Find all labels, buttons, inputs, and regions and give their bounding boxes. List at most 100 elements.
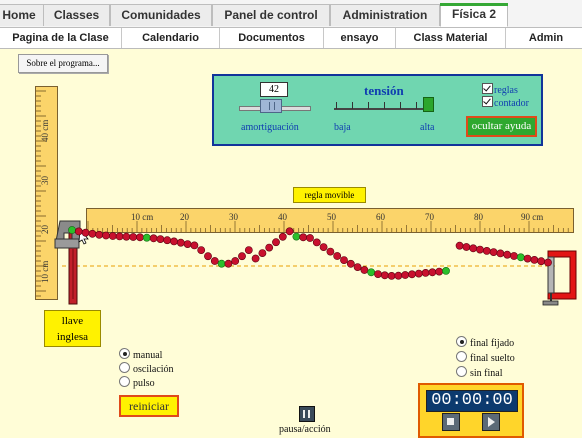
pause-button[interactable] — [299, 406, 315, 422]
string-bead[interactable] — [142, 233, 151, 242]
string-bead[interactable] — [258, 249, 267, 257]
string-bead[interactable] — [537, 257, 546, 266]
string-bead[interactable] — [380, 271, 389, 280]
string-bead[interactable] — [183, 240, 192, 248]
tab-panel-de-control[interactable]: Panel de control — [212, 4, 330, 26]
string-bead[interactable] — [278, 232, 287, 241]
string-bead[interactable] — [516, 253, 525, 262]
string-bead[interactable] — [387, 271, 396, 280]
string-bead[interactable] — [292, 232, 301, 241]
string-bead[interactable] — [414, 269, 423, 278]
string-bead[interactable] — [197, 246, 206, 254]
string-bead[interactable] — [462, 243, 471, 251]
mode-oscillation-radio[interactable]: oscilación — [119, 362, 174, 375]
vertical-ruler[interactable]: 40 cm 30 20 10 cm — [35, 86, 58, 300]
string-bead[interactable] — [367, 268, 376, 277]
string-bead[interactable] — [170, 237, 178, 246]
string-bead[interactable] — [530, 255, 539, 264]
string-bead[interactable] — [346, 259, 355, 268]
string-bead[interactable] — [428, 268, 437, 277]
movable-ruler-label[interactable]: regla movible — [293, 187, 366, 203]
tension-slider-track[interactable] — [334, 108, 434, 110]
string-bead[interactable] — [122, 232, 131, 241]
string-bead[interactable] — [489, 248, 498, 256]
string-bead[interactable] — [74, 227, 83, 236]
end-fixed-radio[interactable]: final fijado — [456, 336, 514, 349]
string-bead[interactable] — [496, 249, 505, 258]
string-bead[interactable] — [156, 235, 165, 243]
tab-home[interactable]: Home — [0, 4, 44, 26]
string-bead[interactable] — [217, 259, 226, 268]
rulers-checkbox[interactable]: reglas — [482, 83, 518, 96]
end-none-radio[interactable]: sin final — [456, 366, 503, 379]
restart-button[interactable]: reiniciar — [119, 395, 179, 417]
string-bead[interactable] — [231, 257, 240, 265]
string-bead[interactable] — [503, 250, 512, 259]
string-bead[interactable] — [353, 263, 362, 271]
wrench-icon[interactable] — [54, 220, 89, 305]
tab-classes[interactable]: Classes — [43, 4, 110, 26]
string-bead[interactable] — [340, 256, 348, 264]
nav-calendario[interactable]: Calendario — [122, 28, 220, 48]
string-bead[interactable] — [204, 252, 212, 261]
string-bead[interactable] — [244, 246, 253, 254]
string-bead[interactable] — [238, 252, 246, 261]
string-bead[interactable] — [299, 233, 308, 242]
string-bead[interactable] — [306, 234, 314, 242]
string-bead[interactable] — [421, 268, 430, 277]
tab-comunidades[interactable]: Comunidades — [110, 4, 212, 26]
string-bead[interactable] — [190, 241, 199, 250]
string-bead[interactable] — [442, 266, 450, 275]
string-bead[interactable] — [265, 243, 274, 252]
string-bead[interactable] — [272, 238, 280, 247]
string-bead[interactable] — [360, 266, 369, 274]
mode-manual-radio[interactable]: manual — [119, 348, 162, 361]
string-bead[interactable] — [544, 258, 552, 267]
string-bead[interactable] — [394, 271, 403, 280]
tab-fisica-2[interactable]: Física 2 — [440, 3, 508, 27]
end-loose-radio[interactable]: final suelto — [456, 351, 515, 364]
string-bead[interactable] — [115, 232, 124, 241]
nav-pagina-de-la-clase[interactable]: Pagina de la Clase — [0, 28, 122, 48]
string-bead[interactable] — [319, 243, 328, 251]
string-beads[interactable] — [68, 226, 552, 280]
string-bead[interactable] — [435, 267, 444, 276]
string-bead[interactable] — [523, 254, 532, 263]
string-bead[interactable] — [455, 241, 464, 250]
nav-documentos[interactable]: Documentos — [220, 28, 324, 48]
mode-pulse-radio[interactable]: pulso — [119, 376, 155, 389]
string-bead[interactable] — [251, 254, 260, 263]
string-bead[interactable] — [149, 234, 158, 243]
string-bead[interactable] — [482, 246, 491, 255]
stopwatch-play-button[interactable] — [482, 413, 500, 431]
damping-value-field[interactable]: 42 — [260, 82, 288, 97]
string-bead[interactable] — [374, 270, 382, 278]
nav-class-material[interactable]: Class Material — [396, 28, 506, 48]
string-bead[interactable] — [476, 245, 484, 254]
string-bead[interactable] — [408, 270, 416, 279]
tab-administration[interactable]: Administration — [330, 4, 440, 26]
string-bead[interactable] — [326, 247, 335, 256]
hide-help-button[interactable]: ocultar ayuda — [466, 116, 537, 137]
about-program-button[interactable]: Sobre el programa... — [18, 54, 108, 73]
clamp-icon[interactable] — [542, 250, 577, 306]
string-bead[interactable] — [68, 226, 76, 234]
string-bead[interactable] — [136, 233, 144, 242]
string-bead[interactable] — [210, 257, 219, 265]
counter-checkbox[interactable]: contador — [482, 96, 529, 109]
string-bead[interactable] — [401, 271, 410, 279]
nav-admin[interactable]: Admin — [528, 32, 564, 44]
string-bead[interactable] — [108, 232, 117, 240]
nav-ensayo[interactable]: ensayo — [324, 28, 396, 48]
string-bead[interactable] — [176, 238, 185, 247]
horizontal-ruler[interactable]: 10 cm 20 30 40 50 60 70 80 90 cm — [86, 208, 574, 233]
string-bead[interactable] — [333, 252, 342, 260]
stopwatch-stop-button[interactable] — [442, 413, 460, 431]
damping-slider-thumb[interactable] — [260, 99, 282, 113]
tension-slider-thumb[interactable] — [423, 97, 434, 112]
string-bead[interactable] — [163, 236, 172, 245]
string-bead[interactable] — [469, 244, 478, 253]
string-bead[interactable] — [224, 259, 233, 268]
string-bead[interactable] — [312, 238, 321, 247]
string-bead[interactable] — [510, 252, 518, 260]
